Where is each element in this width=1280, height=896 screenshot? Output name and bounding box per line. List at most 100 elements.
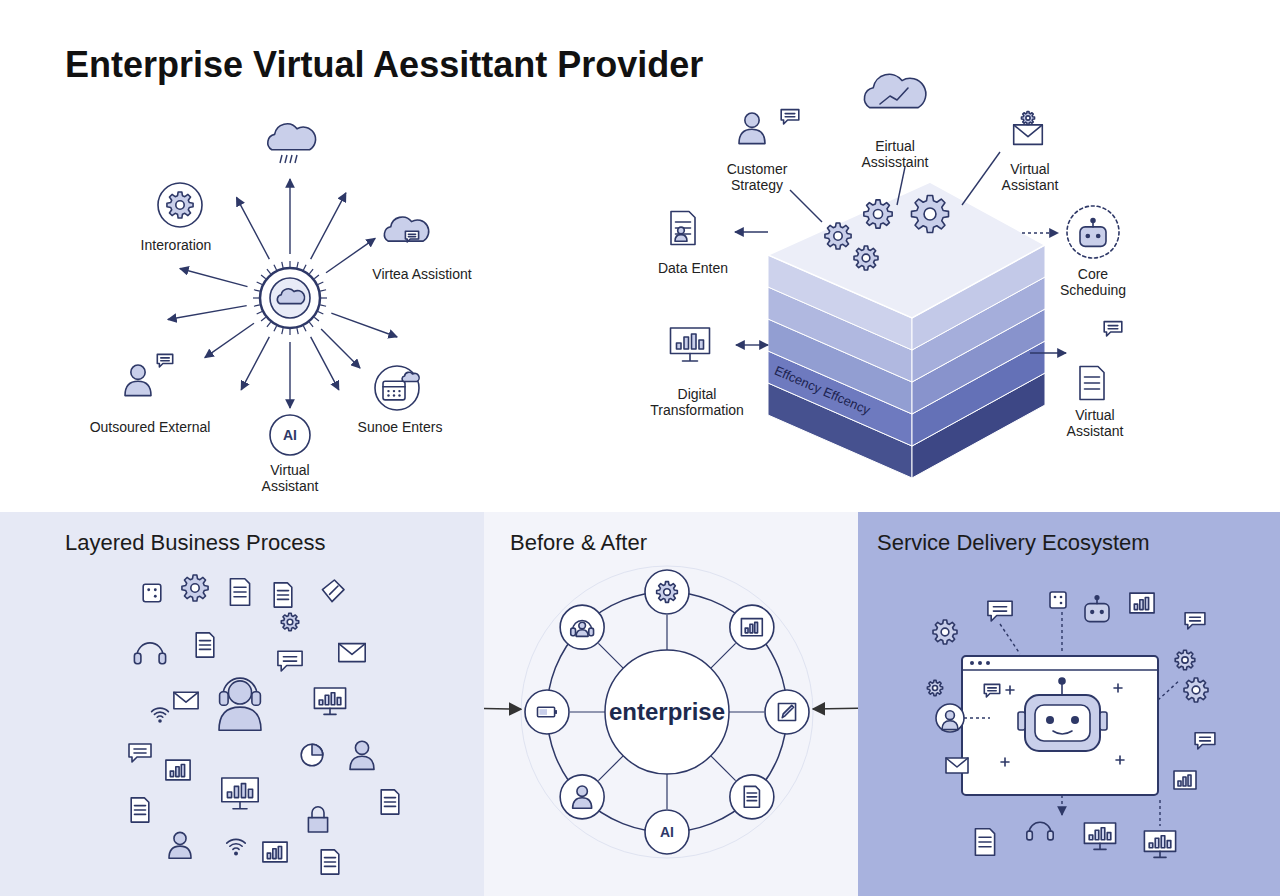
headset-icon <box>1027 831 1033 840</box>
flow-arrow <box>484 708 521 710</box>
gear-icon <box>873 209 882 218</box>
person-icon <box>174 832 186 844</box>
doc-icon <box>676 233 691 235</box>
monitor-icon <box>337 698 341 705</box>
monitor-icon <box>671 328 710 361</box>
cloud-icon <box>268 124 316 150</box>
gear-icon <box>664 589 671 596</box>
hub-symbol <box>168 179 397 408</box>
hub-symbol <box>289 342 290 408</box>
monitor-icon <box>699 340 704 349</box>
hub-symbol <box>297 328 298 334</box>
monitor-frame <box>970 661 974 665</box>
person-icon <box>675 235 687 242</box>
cloud-icon <box>402 372 419 381</box>
chat-icon <box>993 606 1006 608</box>
circle-outline <box>666 774 667 809</box>
robot-symbol <box>1001 678 1124 766</box>
square-icon <box>154 588 157 591</box>
gear-icon <box>825 223 851 249</box>
calendar-icon <box>383 381 405 400</box>
square-icon <box>154 595 157 598</box>
cloud-icon <box>277 289 304 304</box>
person-icon <box>169 832 191 858</box>
monitor-icon <box>324 708 336 714</box>
monitor-icon <box>1144 831 1175 851</box>
monitor-icon <box>1094 843 1106 849</box>
icon-frame <box>1067 206 1119 258</box>
icon-frame <box>525 690 569 734</box>
monitor-icon <box>1149 843 1153 848</box>
person-icon <box>576 622 588 636</box>
doc-icon <box>278 599 289 601</box>
chat-icon <box>988 601 1012 621</box>
leader-line <box>1159 800 1160 826</box>
robot-icon <box>1096 234 1101 239</box>
monitor-icon <box>677 343 682 349</box>
chat-icon <box>1185 613 1205 629</box>
chart-icon <box>1174 771 1196 789</box>
chat-icon <box>157 354 172 367</box>
tag-icon <box>322 580 344 602</box>
hub-circle: enterprise <box>519 564 815 860</box>
chat-icon <box>984 684 999 697</box>
stack-outline <box>765 178 1049 488</box>
chat-icon <box>129 744 151 762</box>
tag-icon <box>322 580 344 602</box>
doc-icon <box>131 798 149 822</box>
icon-label: Virtual Assistant <box>990 161 1070 193</box>
circle-outline <box>547 592 787 832</box>
robot-icon <box>1085 596 1109 622</box>
hub-symbol <box>267 322 271 327</box>
robot-icon <box>1100 610 1104 614</box>
panel-band: Service Delivery Ecosystem <box>858 512 1280 896</box>
monitor-icon <box>1167 841 1171 848</box>
hub-symbol <box>282 328 283 334</box>
robot-symbol <box>1061 684 1063 695</box>
icon-text: AI <box>652 824 682 840</box>
square-icon <box>1054 596 1057 599</box>
gear-icon <box>1184 678 1208 702</box>
gear-icon <box>864 200 892 228</box>
circle-outline <box>570 711 605 712</box>
monitor-icon <box>233 802 247 809</box>
chart-icon <box>263 842 287 862</box>
battery-icon <box>539 709 547 715</box>
gear-icon <box>657 582 678 603</box>
leader-line <box>1061 612 1062 652</box>
headset-icon <box>134 653 141 663</box>
robot-symbol <box>1046 716 1054 724</box>
signal-icon <box>233 848 239 849</box>
gear-icon <box>167 192 193 218</box>
doc-icon <box>274 583 292 607</box>
leader-line <box>964 717 990 718</box>
hub-symbol <box>241 337 269 390</box>
icon-frame <box>730 605 774 649</box>
hub-symbol <box>289 329 290 335</box>
hub-symbol <box>320 290 326 291</box>
doc-icon <box>676 221 691 223</box>
icon-label: Virtual Assistant <box>250 462 330 494</box>
square-icon <box>143 584 161 602</box>
person-icon <box>573 798 592 808</box>
cloud-icon <box>277 289 304 304</box>
hub-symbol <box>321 297 327 298</box>
doc-icon <box>325 857 336 859</box>
cloud-icon <box>384 217 428 241</box>
doc-icon <box>747 792 757 794</box>
chat-icon <box>283 660 296 662</box>
robot-symbol <box>1035 705 1090 741</box>
gear-icon <box>167 192 193 218</box>
monitor-icon <box>1154 851 1166 857</box>
robot-icon <box>1091 218 1095 222</box>
person-icon <box>350 741 374 769</box>
icon-frame <box>730 775 774 819</box>
doc-icon <box>200 640 211 642</box>
hub-symbol <box>205 323 254 357</box>
gear-icon <box>927 680 942 695</box>
person-icon <box>219 681 261 730</box>
chat-icon <box>984 684 999 697</box>
doc-icon <box>744 786 759 807</box>
